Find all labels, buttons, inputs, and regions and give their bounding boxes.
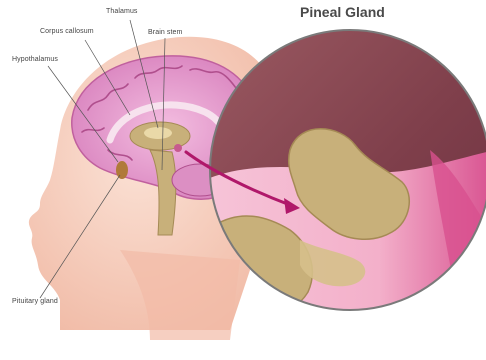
diagram-title: Pineal Gland bbox=[300, 4, 385, 20]
label-corpus-callosum: Corpus callosum bbox=[40, 28, 94, 35]
label-brain-stem: Brain stem bbox=[148, 29, 182, 36]
label-hypothalamus: Hypothalamus bbox=[12, 56, 58, 63]
label-thalamus: Thalamus bbox=[106, 8, 138, 15]
label-pituitary-gland: Pituitary gland bbox=[12, 298, 58, 305]
pituitary-body bbox=[116, 161, 128, 179]
pineal-small bbox=[174, 144, 182, 152]
